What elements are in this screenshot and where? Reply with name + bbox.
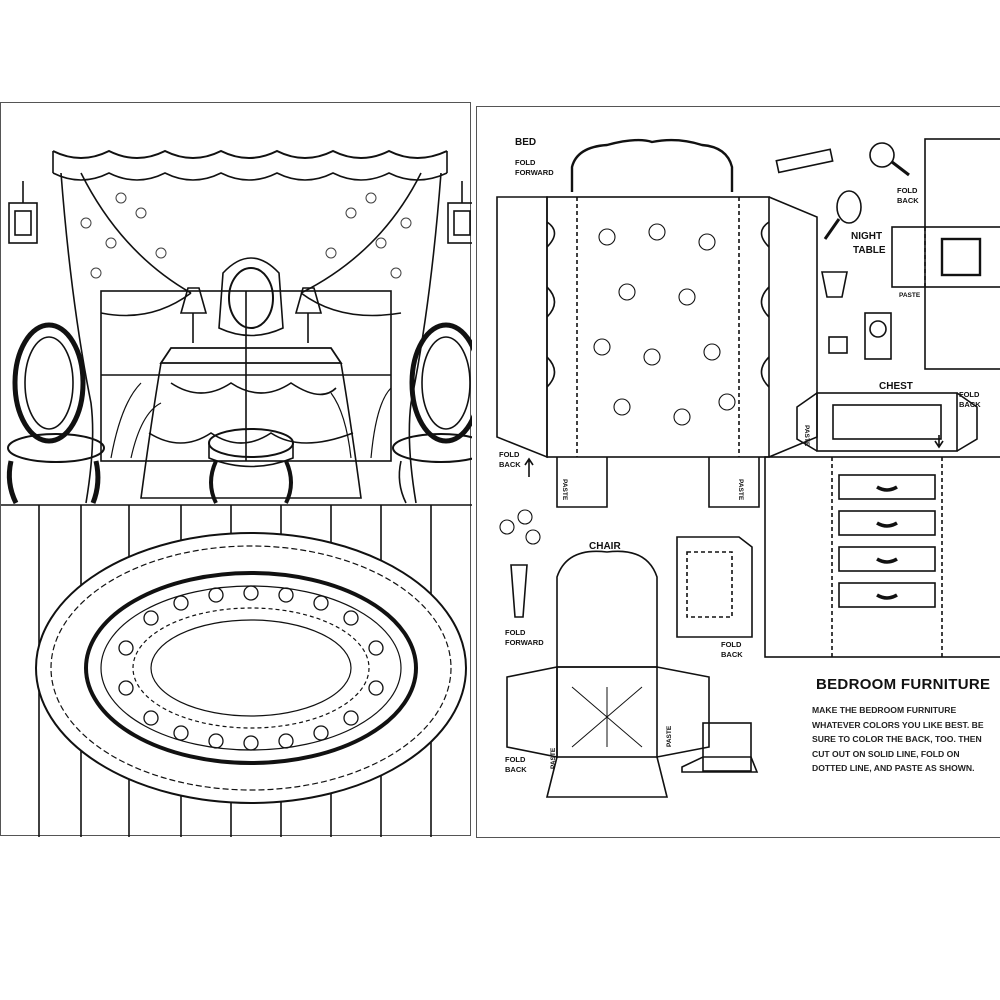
instructions-text: MAKE THE BEDROOM FURNITURE WHATEVER COLO… (812, 705, 984, 773)
fold-forward-label-bed-2: FORWARD (515, 168, 554, 177)
fold-forward-label-bed: FOLD (515, 158, 536, 167)
fold-back-label-night-table-2: BACK (897, 196, 919, 205)
chair-back (556, 550, 658, 668)
fold-back-label-chair: FOLD (505, 755, 526, 764)
vanity-skirt (140, 362, 362, 499)
left-chair-back (12, 322, 86, 444)
chair-side-left (506, 666, 558, 758)
bedroom-scene-page (0, 102, 472, 837)
stool-cushion (208, 428, 294, 458)
fold-forward-label-chair-2: FORWARD (505, 638, 544, 647)
bed-side-flap-right (768, 196, 818, 458)
paste-tab-label: PASTE (561, 479, 568, 501)
finished-model-thumbnail (702, 722, 752, 772)
page-heading: BEDROOM FURNITURE (816, 676, 991, 693)
table-lamp-icon (821, 271, 848, 298)
oval-rug (35, 532, 467, 804)
hand-mirror-icon (836, 190, 862, 224)
comb-icon (775, 148, 834, 174)
paste-tab-label: PASTE (899, 292, 921, 299)
bed-bedspread (546, 196, 770, 458)
wall-picture-left (8, 202, 38, 244)
wall-picture-right (447, 202, 472, 244)
bed-label: BED (515, 137, 536, 148)
fold-back-label-chest: FOLD (959, 390, 980, 399)
brush-icon (869, 142, 895, 168)
bed-paste-tabs (556, 457, 760, 508)
clock-icon (864, 312, 892, 360)
chest-drawer-2 (838, 510, 936, 536)
bed-side-flap-left (496, 196, 548, 459)
chest-label: CHEST (879, 381, 913, 392)
furniture-cutout-page: BED FOLD FORWARD FOLD BACK FOLD BACK NIG… (476, 106, 1000, 838)
bed-headboard (570, 138, 734, 192)
chest-top (816, 392, 958, 452)
paste-tab-label: PASTE (737, 479, 744, 501)
lamp-left (179, 287, 208, 314)
chair-cushion (676, 536, 753, 638)
right-curtain (408, 172, 442, 504)
fold-back-label-bed: FOLD (499, 450, 520, 459)
paste-tab-label: PASTE (550, 747, 557, 769)
vanity-mirror (228, 267, 274, 329)
bedroom-scene-illustration (1, 149, 472, 837)
furniture-cutouts: BED FOLD FORWARD FOLD BACK FOLD BACK NIG… (496, 137, 1000, 798)
night-table-label-2: TABLE (853, 245, 886, 256)
fold-back-label-cushion-2: BACK (721, 650, 743, 659)
fold-forward-label-chair: FOLD (505, 628, 526, 637)
lamp-right (294, 287, 323, 314)
paste-tab-label: PASTE (803, 425, 810, 447)
fold-back-label-chair-2: BACK (505, 765, 527, 774)
paste-tab-label: PASTE (666, 725, 673, 747)
flower-vase-icon (510, 564, 528, 618)
night-table-label: NIGHT (851, 231, 882, 242)
left-curtain (60, 172, 94, 504)
fold-back-label-cushion: FOLD (721, 640, 742, 649)
fold-back-label-chest-2: BACK (959, 400, 981, 409)
chair-label: CHAIR (589, 541, 621, 552)
fold-back-label-night-table: FOLD (897, 186, 918, 195)
night-table-net (924, 138, 1000, 370)
chair-side-right (656, 666, 710, 758)
chest-drawer-1 (838, 474, 936, 500)
chest-drawer-4 (838, 582, 936, 608)
chest-drawer-3 (838, 546, 936, 572)
chair-skirt (545, 756, 669, 798)
left-chair-seat (7, 433, 105, 463)
right-chair-back (409, 322, 472, 444)
chest-body (764, 456, 1000, 658)
fold-back-label-bed-2: BACK (499, 460, 521, 469)
curtain-valance (52, 149, 448, 159)
right-chair-seat (392, 433, 472, 463)
